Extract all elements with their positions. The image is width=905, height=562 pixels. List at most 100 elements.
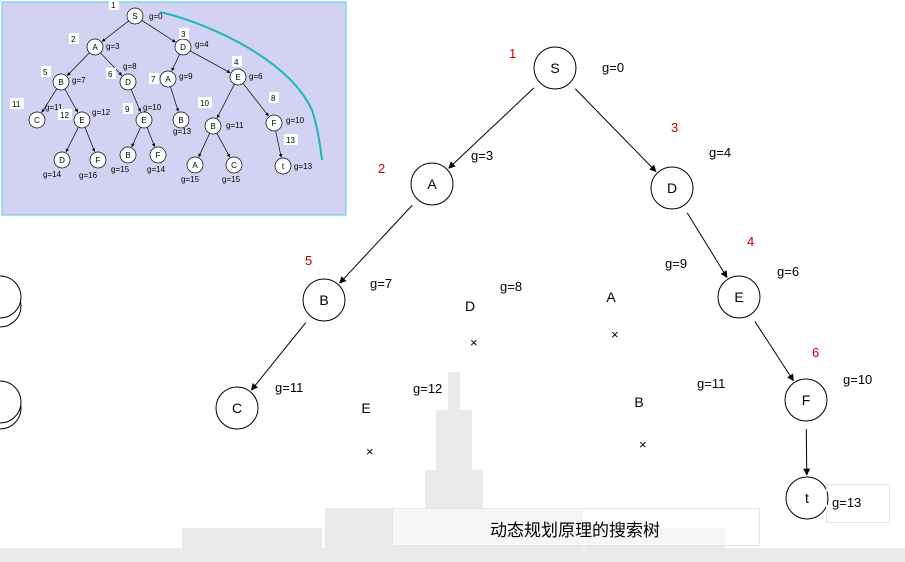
inset-edge-E3-F3 [146,127,156,147]
tree-node-a2: Ag=9× [0,256,687,342]
node-circle [215,386,259,430]
pruned-mark: × [470,335,478,350]
expansion-order-label: 4 [747,234,754,249]
inset-node-circle [119,146,137,164]
inset-node-b5: Bg=15 [111,146,137,174]
inset-cost-label: g=10 [143,103,162,112]
tree-edge-S-D1 [574,88,657,173]
pruned-mark: × [366,444,374,459]
inset-arc [159,11,323,161]
inset-edge-B4-A3 [198,133,210,158]
inset-order-label: 4 [234,58,239,67]
inset-cost-label: g=11 [45,103,63,112]
inset-edge-B4-C2 [216,132,231,158]
inset-node-circle [28,111,46,129]
inset-order-box [284,134,298,145]
inset-order-label: 1 [111,1,116,10]
inset-edge-E2-F2 [84,127,96,152]
inset-order-box [179,28,189,39]
inset-node-f2: Fg=16 [79,151,107,180]
inset-order-label: 11 [12,100,21,109]
cost-label: g=10 [843,372,872,387]
inset-node-label: D [59,156,65,165]
inset-node-label: A [192,161,198,170]
inset-order-label: 6 [108,70,113,79]
node-circle [533,46,577,90]
tree-node-a1: Ag=32 [378,148,493,206]
inset-order-box [198,97,212,108]
expansion-order-label: 3 [671,120,678,135]
inset-edge-D-E [189,50,231,73]
inset-node-circle [89,151,107,169]
expansion-order-label: 1 [509,46,516,61]
inset-cost-label: g=7 [72,76,86,85]
inset-order-box [109,0,119,10]
inset-order-box [149,73,159,84]
inset-edge-D2-E3 [130,89,141,113]
cost-label: g=12 [413,381,442,396]
cost-label: g=0 [602,60,624,75]
cost-label: g=13 [832,495,861,510]
cost-label: g=8 [500,279,522,294]
pruned-mark: × [639,437,647,452]
inset-edge-E3-B5 [131,127,141,148]
inset-node-circle [229,68,247,86]
node-label: A [427,176,437,192]
cost-label: g=9 [665,256,687,271]
tree-edge-S-A1 [448,87,535,169]
node-circle [717,275,761,319]
inset-node-label: D [125,78,131,87]
inset-node-label: F [96,156,101,165]
inset-order-box [10,98,24,109]
inset-node-label: B [58,78,63,87]
inset-node-label: D [180,43,186,52]
inset-edge-E2-D3 [65,126,79,153]
inset-cost-label: g=14 [43,170,62,179]
inset-edge-S-D [141,20,176,43]
inset-node-label: B [210,122,215,131]
node-circle [784,378,828,422]
node-circle [0,275,22,319]
node-circle [0,380,22,424]
node-label: S [550,60,559,76]
inset-node-circle [126,7,144,25]
inset-order-label: 3 [181,30,186,39]
inset-edges [41,20,283,158]
inset-cost-label: g=3 [106,42,120,51]
inset-node-label: E [141,116,146,125]
pruned-mark: × [611,327,619,342]
inset-node-circle [86,38,104,56]
inset-panel [1,1,347,216]
cost-label: g=11 [275,380,303,395]
main-edges [250,87,811,476]
tree-edge-A1-B1 [339,204,413,284]
inset-order-label: 8 [271,94,276,103]
inset-cost-label: g=8 [123,62,137,71]
cost-label: g=4 [709,145,731,160]
expansion-order-label: 6 [812,345,819,360]
inset-order-box [106,68,116,79]
inset-node-label: B [125,151,130,160]
inset-cost-label: g=6 [249,72,263,81]
cost-label: g=3 [471,148,493,163]
tree-node-b2: Bg=11× [0,376,725,452]
inset-cost-label: g=10 [286,116,305,125]
inset-edge-B-E2 [64,88,78,113]
inset-node-label: B [178,116,183,125]
inset-edge-A-B [67,52,90,76]
inset-order-box [58,109,72,120]
inset-cost-label: g=9 [179,72,193,81]
cost-label: g=11 [697,376,725,391]
tree-edge-D1-E1 [686,212,728,279]
node-label: B [319,292,328,308]
inset-order-box [69,33,79,44]
inset-node-label: A [165,75,171,84]
